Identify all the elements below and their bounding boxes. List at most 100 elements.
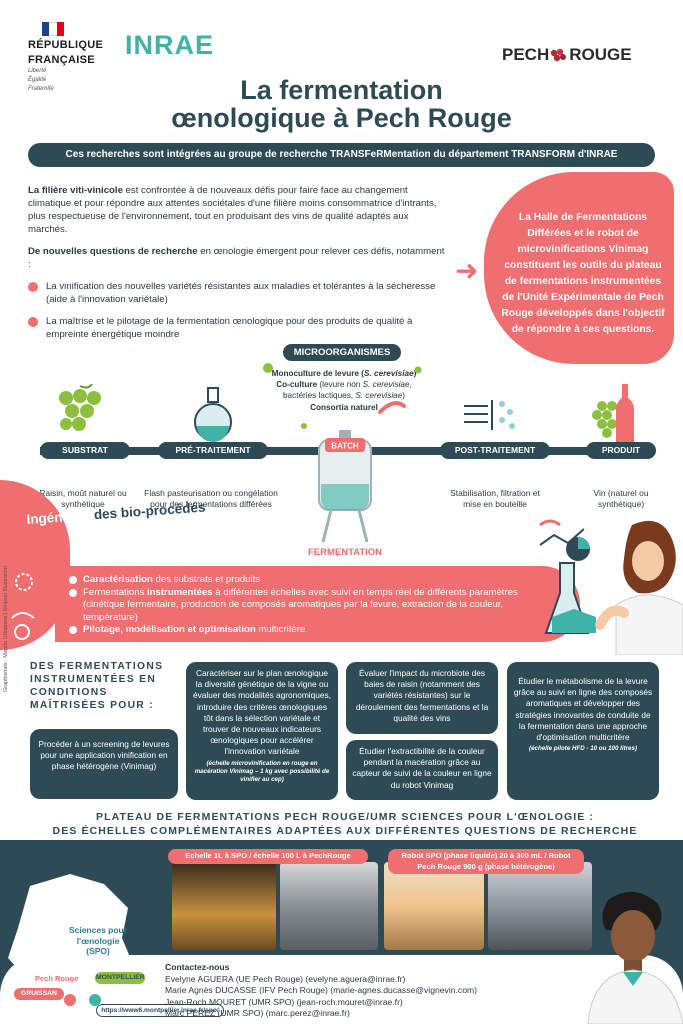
intro-p2-bold: De nouvelles questions de recherche	[28, 246, 198, 257]
info-box-diversite: Caractériser sur le plan œnologique la d…	[186, 662, 338, 800]
substrat-text: Raisin, moût naturel ou synthétique	[39, 488, 127, 509]
photo-robot-spo	[384, 862, 484, 950]
bio-title-a: Ingénierie	[26, 507, 95, 527]
intro-bullet-text: La vinification des nouvelles variétés r…	[46, 281, 436, 305]
wine-bottle-icon	[592, 384, 634, 442]
map-spo-line3: (SPO)	[86, 946, 110, 956]
microorganismes-pill: MICROORGANISMES	[283, 344, 401, 361]
posttraitement-text: Stabilisation, filtration et mise en bou…	[450, 488, 540, 509]
intro-bullet: La maîtrise et le pilotage de la ferment…	[28, 315, 448, 341]
rf-motto1: Liberté	[28, 68, 47, 74]
photo-tanks	[280, 862, 378, 950]
bullet-dot-icon	[69, 626, 77, 634]
micro-text: Co-culture	[276, 380, 318, 390]
intro-p1: La filière viti-vinicole est confrontée …	[28, 184, 448, 236]
bullet-dot-icon	[28, 317, 38, 327]
batch-label: BATCH	[331, 442, 359, 451]
bio-item-text: à différentes échelles avec suivi en tem…	[83, 586, 518, 623]
grape-icon	[551, 48, 567, 61]
intro-p1-rest: est confrontée à de nouveaux défis pour …	[28, 185, 437, 235]
micro-line4: Consortia naturel	[310, 402, 378, 412]
contact-heading: Contactez-nous	[165, 962, 230, 972]
box-small-text: (échelle pilote HFD - 10 ou 100 litres)	[529, 745, 637, 753]
pretraitement-pill: PRÉ-TRAITEMENT	[158, 442, 268, 459]
illustration-credits: Graphismes : Magda Urbatowa | Strijeon I…	[3, 566, 9, 692]
microbes-icon	[263, 363, 422, 429]
title-line1: La fermentation	[240, 75, 443, 105]
contact-line: Marc PEREZ (UMR SPO) (marc.perez@inrae.f…	[165, 1008, 350, 1018]
research-group-banner: Ces recherches sont intégrées au groupe …	[28, 143, 655, 167]
gear-icons	[11, 573, 35, 640]
box-text: Étudier le métabolisme de la levure grâc…	[513, 676, 653, 743]
map-pech-rouge: Pech Rouge	[35, 974, 79, 983]
rf-line2: FRANÇAISE	[28, 54, 95, 66]
intro-bullet: La vinification des nouvelles variétés r…	[28, 280, 448, 306]
rf-motto3: Fraternité	[28, 86, 54, 92]
micro-species: S. cerevisiae	[364, 369, 414, 378]
micro-text: (levure non	[317, 380, 363, 390]
info-box-screening: Procéder à un screening de levures pour …	[30, 729, 178, 799]
map-spo-line1: Sciences pour	[68, 925, 128, 935]
inrae-logo: INRAE	[125, 30, 215, 60]
bio-item-text: Fermentations	[83, 586, 147, 598]
fermentations-heading: DES FERMENTATIONS INSTRUMENTÉES EN CONDI…	[30, 661, 164, 711]
pech-right: ROUGE	[569, 45, 632, 64]
bio-item: Pilotage, modélisation et optimisation m…	[65, 624, 550, 637]
micro-text: Monoculture de levure (	[271, 369, 364, 378]
micro-text: ,	[409, 380, 412, 390]
info-box-microbiote: Évaluer l'impact du microbiote des baies…	[346, 662, 498, 734]
info-box-metabolisme: Étudier le métabolisme de la levure grâc…	[507, 662, 659, 800]
micro-text: )	[402, 391, 405, 401]
map-montpellier: MONTPELLIER	[96, 974, 145, 981]
page-title: La fermentation œnologique à Pech Rouge	[100, 76, 583, 132]
map-spo-label: Sciences pour l'œnologie (SPO)	[58, 925, 138, 957]
filtration-icon	[464, 400, 515, 430]
micro-text: bactéries lactiques,	[283, 391, 356, 401]
blob-text: La Halle de Fermentations Différées et l…	[501, 212, 665, 335]
plateau-heading: PLATEAU DE FERMENTATIONS PECH ROUGE/UMR …	[35, 810, 655, 838]
flask-icon	[194, 387, 232, 442]
micro-line1: Monoculture de levure (S. cerevisiae)	[248, 368, 440, 379]
micro-line3: bactéries lactiques, S. cerevisiae)	[248, 390, 440, 401]
box-text: Caractériser sur le plan œnologique la d…	[193, 668, 331, 757]
france-map	[8, 874, 145, 1008]
bullet-dot-icon	[69, 588, 77, 597]
contact-block: Contactez-nous Evelyne AGUERA (UE Pech R…	[165, 962, 495, 1020]
bullet-dot-icon	[69, 576, 77, 584]
map-spo-line2: l'œnologie	[76, 935, 120, 946]
bullet-dot-icon	[28, 282, 38, 292]
bio-item-text: des substrats et produits	[152, 574, 261, 585]
grapes-icon	[59, 384, 101, 431]
photo-label-echelle: Echelle 1L à SPO / échelle 100 L à PechR…	[168, 849, 368, 864]
map-gruissan: GRUISSAN	[21, 990, 57, 997]
highlight-blob: La Halle de Fermentations Différées et l…	[484, 172, 674, 364]
bioprocedes-band: Caractérisation des substrats et produit…	[55, 566, 580, 642]
produit-text: Vin (naturel ou synthétique)	[593, 488, 649, 509]
intro-bullet-text: La maîtrise et le pilotage de la ferment…	[46, 316, 413, 340]
scientist-man-illustration	[587, 891, 683, 1024]
bio-item-bold: Caractérisation	[83, 574, 153, 585]
micro-species: S. cerevisiae	[362, 380, 410, 390]
micro-line2: Co-culture (levure non S. cerevisiae,	[248, 379, 440, 390]
micro-species: S. cerevisiae	[355, 391, 403, 401]
plateau-heading-line1: PLATEAU DE FERMENTATIONS PECH ROUGE/UMR …	[95, 811, 595, 823]
contact-line: Evelyne AGUERA (UE Pech Rouge) (evelyne.…	[165, 973, 406, 984]
fermentation-label: FERMENTATION	[307, 547, 383, 558]
bio-item: Caractérisation des substrats et produit…	[65, 574, 550, 587]
micro-text: )	[413, 369, 417, 378]
fermentation-tank-icon: BATCH	[318, 430, 372, 543]
french-flag-icon	[42, 22, 64, 36]
website-link[interactable]: https://www6.montpellier.inrae.fr/spo/	[96, 1004, 224, 1017]
photo-robot-pech-rouge	[488, 862, 592, 950]
contact-line: Marie Agnès DUCASSE (IFV Pech Rouge) (ma…	[165, 985, 478, 995]
intro-p2: De nouvelles questions de recherche en œ…	[28, 245, 448, 271]
title-line2: œnologique à Pech Rouge	[171, 103, 512, 133]
bio-item-text: multicritère	[255, 624, 306, 635]
box-small-text: (échelle microvinification en rouge en m…	[194, 759, 330, 783]
posttraitement-pill: POST-TRAITEMENT	[440, 442, 550, 459]
bio-item: Fermentations instrumentées à différente…	[65, 587, 550, 625]
rf-motto2: Égalité	[28, 77, 47, 83]
rf-line1: RÉPUBLIQUE	[28, 39, 104, 51]
photo-bioreactors	[172, 862, 276, 950]
